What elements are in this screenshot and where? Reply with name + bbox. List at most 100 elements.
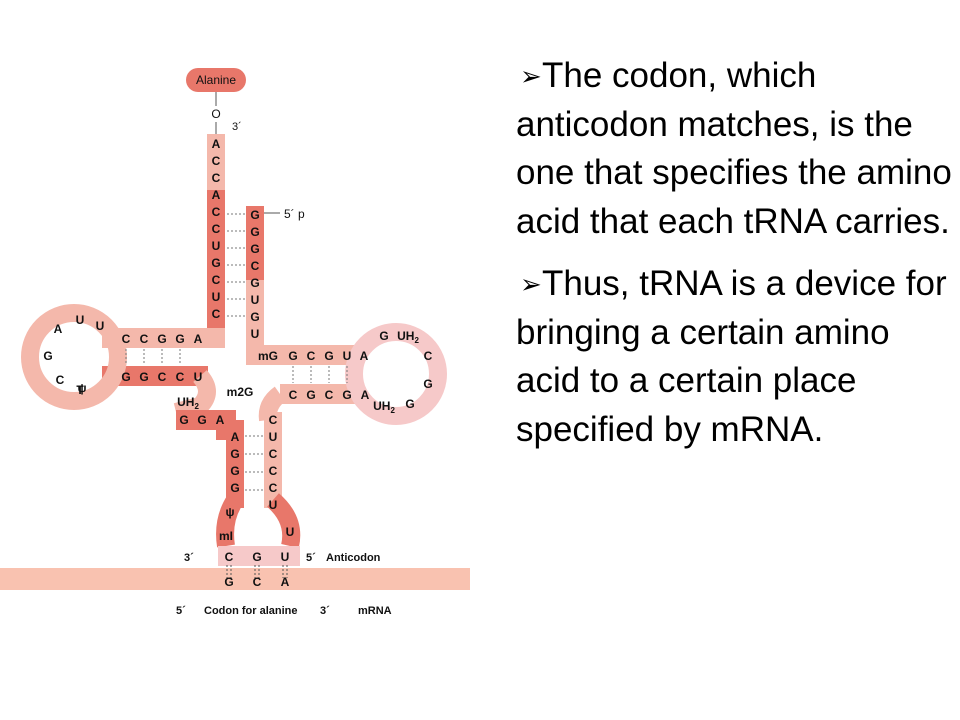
nucleotide: A	[231, 430, 240, 444]
nucleotide: C	[269, 413, 278, 427]
nucleotide: A	[212, 137, 221, 151]
acceptor-pair-lines	[227, 213, 245, 317]
nucleotide: A	[54, 322, 63, 336]
mrna-strand	[0, 568, 470, 590]
anticodon-5-prime: 5´	[306, 552, 316, 564]
nucleotide: U	[251, 293, 260, 307]
nucleotide: C	[289, 388, 298, 402]
nucleotide: G	[250, 225, 259, 239]
nucleotide: G	[121, 370, 130, 384]
diagram-labels: 3´ 5´ Anticodon 5´ Codon for alanine 3´ mRNA	[176, 552, 392, 617]
bullet-list: ➢ The codon, which anticodon matches, is…	[516, 52, 956, 468]
nucleotide: U	[343, 349, 352, 363]
codon-base: A	[281, 575, 290, 589]
junction-left	[173, 370, 216, 421]
nucleotide: C	[269, 481, 278, 495]
nucleotide: G	[379, 329, 388, 343]
nucleotide: C	[212, 205, 221, 219]
mrna-5-prime: 5´	[176, 605, 186, 617]
d-arm-top-band	[102, 328, 225, 348]
nucleotide: C	[307, 349, 316, 363]
nucleotide: G	[230, 447, 239, 461]
nucleotide: C	[176, 370, 185, 384]
uh2-left: UH2	[177, 395, 199, 411]
alanine-label: Alanine	[196, 73, 236, 87]
mrna-3-prime: 3´	[320, 605, 330, 617]
anticodon-base: C	[225, 550, 234, 564]
nucleotide: C	[212, 171, 221, 185]
nucleotide: C	[140, 332, 149, 346]
nucleotide: T	[76, 383, 84, 397]
d-loop-ring	[21, 304, 127, 410]
nucleotide: G	[157, 332, 166, 346]
nucleotide: U	[212, 290, 221, 304]
acceptor-3-band-dark	[207, 190, 225, 328]
nucleotide: C	[269, 464, 278, 478]
nucleotide: G	[250, 310, 259, 324]
nucleotide: C	[212, 154, 221, 168]
acceptor-5-band-dark	[246, 206, 264, 280]
nucleotide: U	[76, 313, 85, 327]
five-prime-p: 5´ p	[284, 207, 305, 221]
bullet-text: The codon, which anticodon matches, is t…	[516, 56, 952, 241]
nucleotide: G	[250, 276, 259, 290]
right-arm-pair-lines	[292, 366, 348, 383]
nucleotide: U	[269, 498, 278, 512]
nucleotide: C	[56, 373, 65, 387]
nucleotide: G	[139, 370, 148, 384]
anchor-o: O	[211, 107, 220, 121]
u-right: U	[286, 525, 295, 539]
nucleotide: mG	[258, 349, 278, 363]
nucleotide: G	[197, 413, 206, 427]
nucleotide: A	[216, 413, 225, 427]
codon-label: Codon for alanine	[204, 605, 298, 617]
anticodon-stem-pair-lines	[245, 435, 263, 491]
anticodon-3-prime: 3´	[184, 552, 194, 564]
three-prime-top: 3´	[232, 121, 242, 133]
nucleotide: U	[251, 327, 260, 341]
nucleotide: G	[405, 397, 414, 411]
nucleotide: G	[306, 388, 315, 402]
anticodon-label: Anticodon	[326, 552, 381, 564]
nucleotide: G	[324, 349, 333, 363]
mrna-label: mRNA	[358, 605, 392, 617]
bullet-text: Thus, tRNA is a device for bringing a ce…	[516, 264, 947, 449]
nucleotide: G	[211, 256, 220, 270]
nucleotide: U	[96, 319, 105, 333]
nucleotide: G	[250, 242, 259, 256]
nucleotide: C	[122, 332, 131, 346]
bullet-arrow-icon: ➢	[520, 61, 542, 91]
codon-base: C	[253, 575, 262, 589]
m2g-label: m2G	[227, 385, 254, 399]
nucleotide: G	[230, 464, 239, 478]
nucleotide: G	[423, 377, 432, 391]
anticodon-right-band	[264, 412, 282, 508]
anticodon-band	[218, 546, 300, 566]
acceptor-5-band-light	[246, 280, 264, 348]
psi-symbol: ψ	[77, 381, 86, 395]
d-arm-pair-lines	[125, 349, 181, 365]
nucleotide: C	[269, 447, 278, 461]
right-arm-top-band	[246, 345, 364, 365]
nucleotide: C	[251, 259, 260, 273]
nucleotide: UH2	[373, 399, 395, 415]
nucleotide: G	[250, 208, 259, 222]
mi-label: mI	[219, 529, 233, 543]
nucleotide: G	[230, 481, 239, 495]
anticodon-loop	[216, 493, 301, 549]
nucleotide: U	[212, 239, 221, 253]
nucleotide: C	[212, 307, 221, 321]
psi-symbol: ψ	[225, 505, 234, 519]
nucleotide: G	[43, 349, 52, 363]
anticodon-base: G	[252, 550, 261, 564]
nucleotide: A	[360, 349, 369, 363]
bullet-item: ➢ The codon, which anticodon matches, is…	[516, 52, 956, 246]
bullet-arrow-icon: ➢	[520, 269, 542, 299]
anticodon-base: U	[281, 550, 290, 564]
nucleotide: UH2	[397, 329, 419, 345]
anticodon-left-band	[226, 420, 244, 508]
nucleotide: C	[212, 273, 221, 287]
nucleotide: C	[424, 349, 433, 363]
nucleotide: G	[288, 349, 297, 363]
